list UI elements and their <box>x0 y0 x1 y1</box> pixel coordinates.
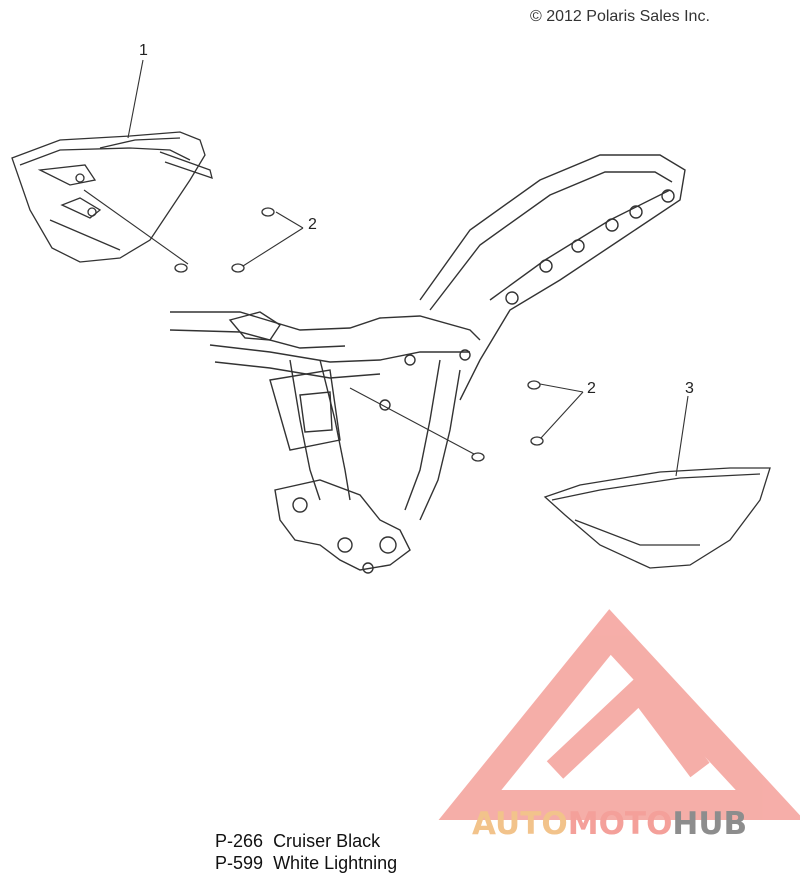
callout-part-2-upper: 2 <box>308 216 317 233</box>
legend-code: P-266 <box>215 831 264 851</box>
callout-part-1: 1 <box>139 42 148 59</box>
legend-name: Cruiser Black <box>273 831 381 851</box>
leader-lines <box>83 59 689 477</box>
watermark-brand: AUTOMOTOHUB <box>472 806 747 842</box>
callout-part-2-lower: 2 <box>587 380 596 397</box>
brand-part-moto: MOTO <box>567 806 673 842</box>
legend-row: P-599 White Lightning <box>215 852 397 874</box>
watermark-logo <box>438 609 800 820</box>
callout-part-3: 3 <box>685 380 694 397</box>
nut-fasteners <box>174 207 544 462</box>
brand-part-auto: AUTO <box>472 806 568 842</box>
legend-row: P-266 Cruiser Black <box>215 830 397 852</box>
brand-part-hub: HUB <box>672 806 748 842</box>
side-cover-right <box>543 467 771 569</box>
color-legend: P-266 Cruiser Black P-599 White Lightnin… <box>215 830 397 874</box>
side-cover-left <box>11 131 213 263</box>
legend-code: P-599 <box>215 853 264 873</box>
copyright-text: © 2012 Polaris Sales Inc. <box>530 8 710 25</box>
legend-name: White Lightning <box>273 853 398 873</box>
motorcycle-frame <box>169 154 686 574</box>
